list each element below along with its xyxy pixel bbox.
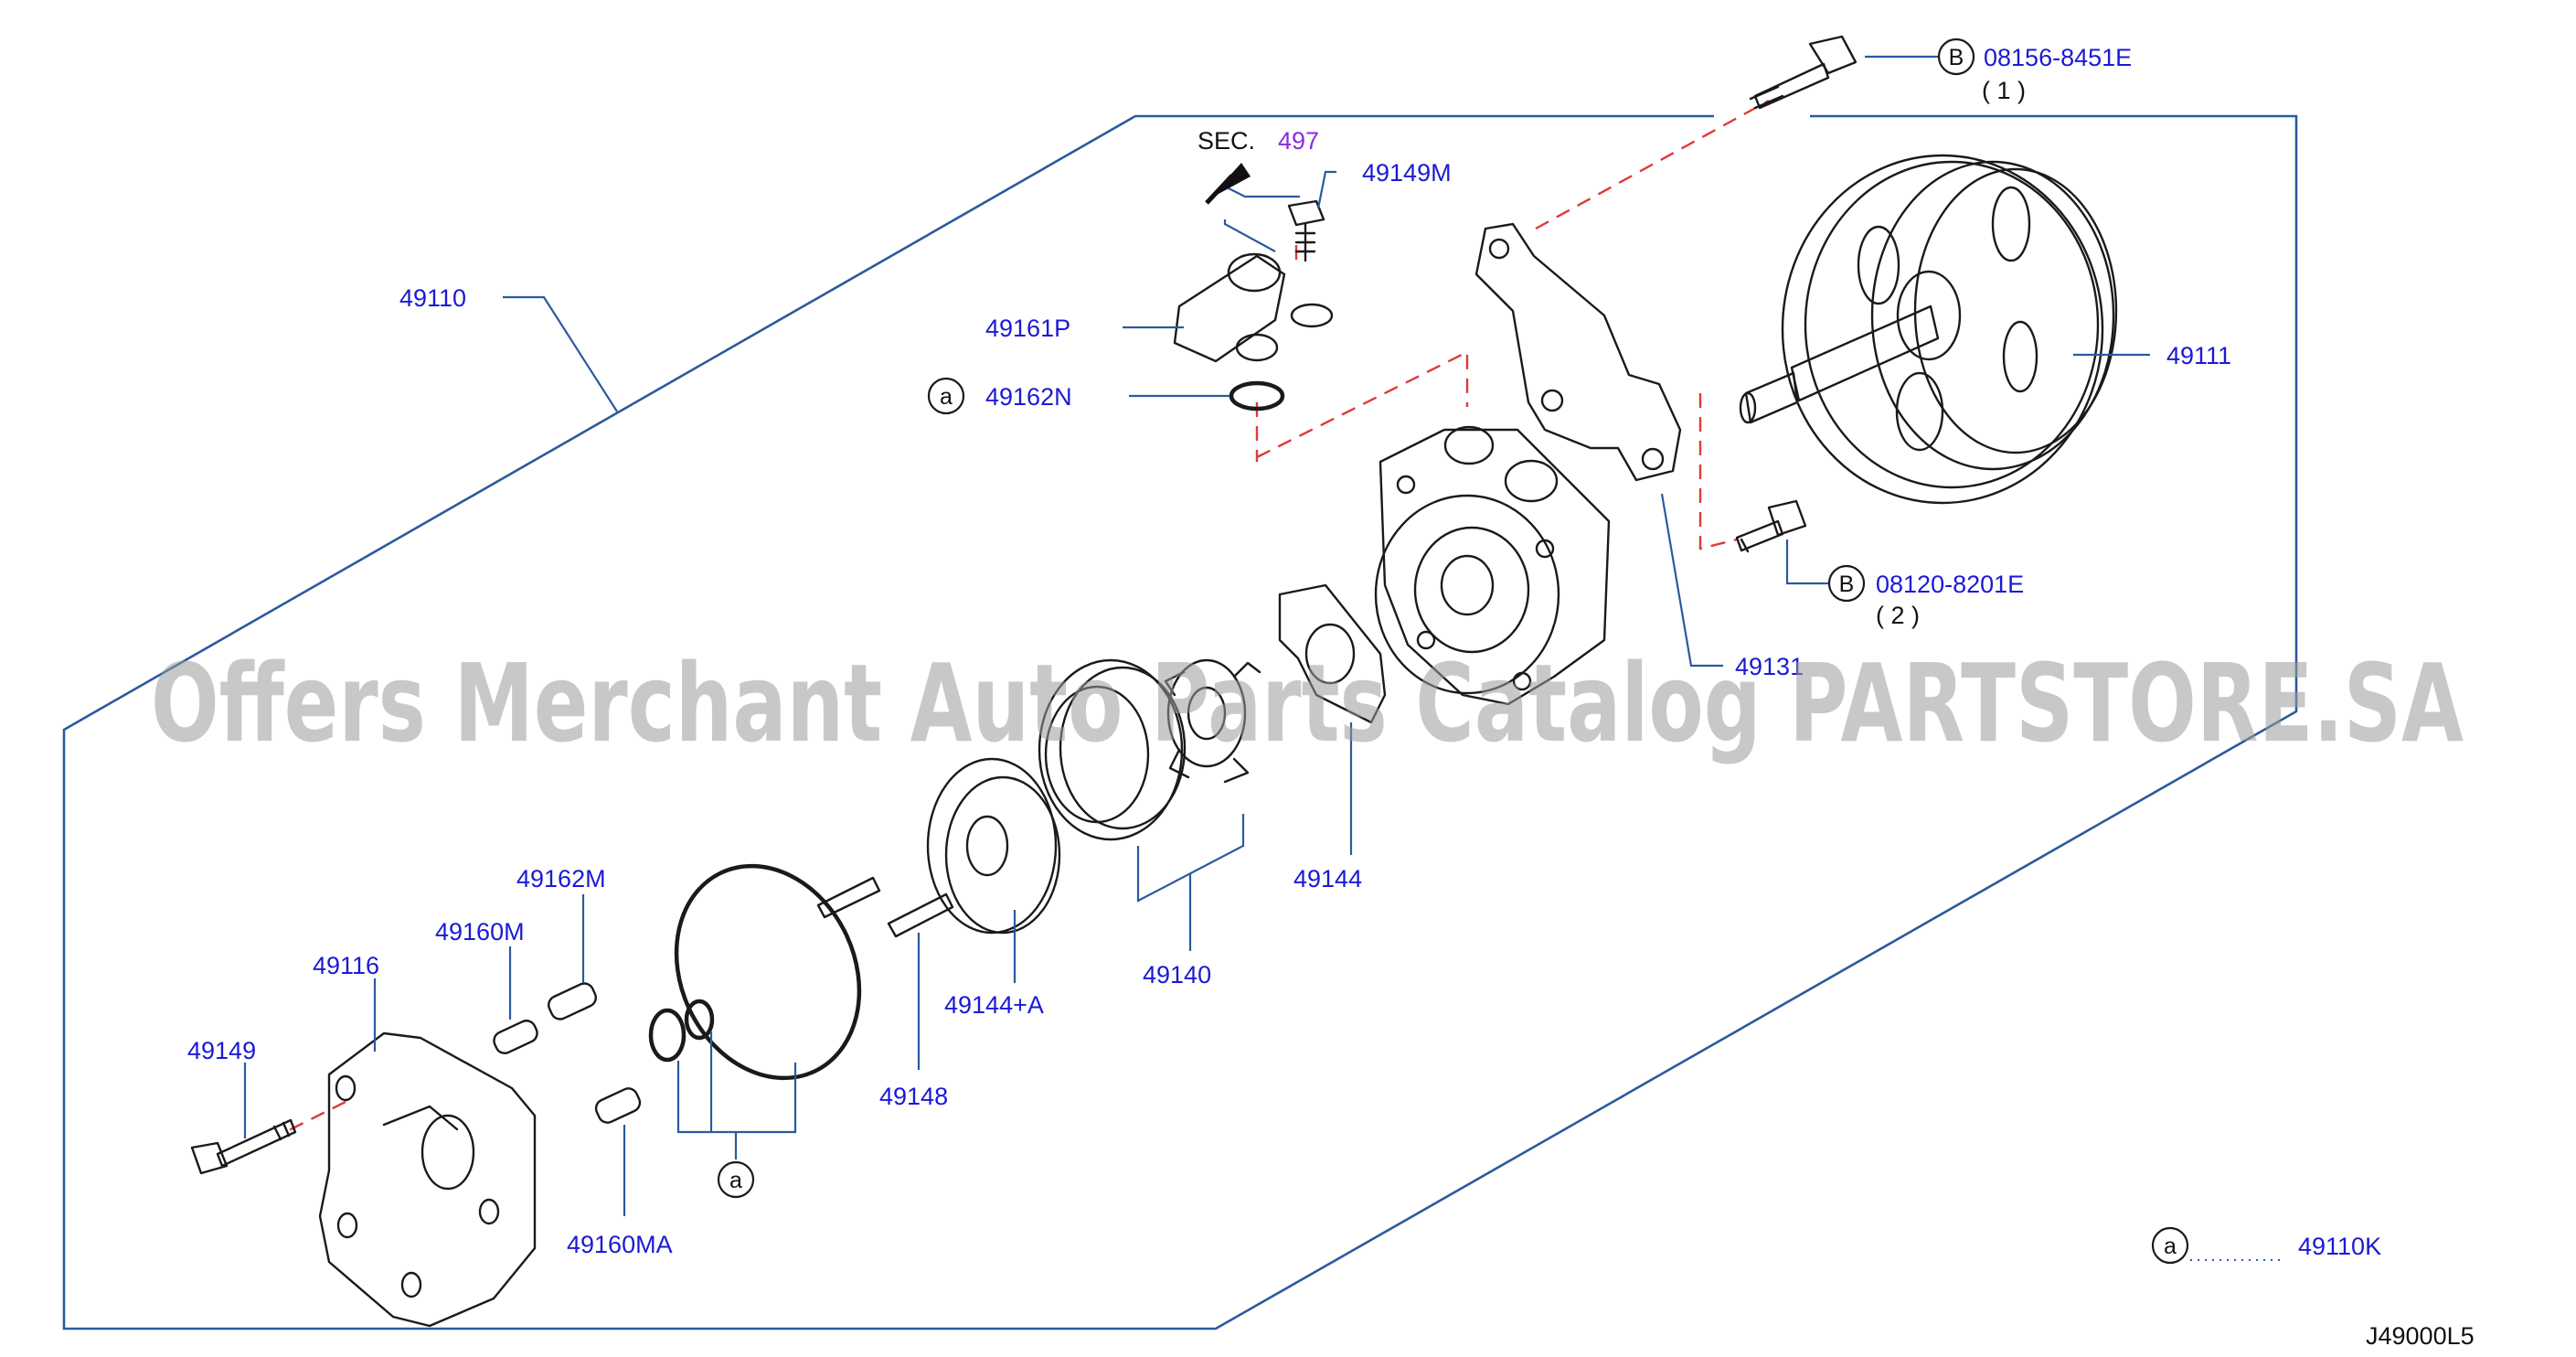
pump-bracket-part[interactable] (1474, 222, 1682, 482)
label-49148[interactable]: 49148 (879, 1083, 948, 1110)
marker-a-seals: a (717, 1160, 755, 1199)
svg-text:B: B (1949, 45, 1964, 70)
small-o-rings-part[interactable] (648, 999, 715, 1063)
label-49140[interactable]: 49140 (1143, 961, 1211, 988)
pressure-plate-part[interactable] (1278, 583, 1387, 724)
svg-text:a: a (2164, 1234, 2177, 1259)
spring-49160MA-part[interactable] (593, 1085, 643, 1126)
label-49149M[interactable]: 49149M (1362, 159, 1452, 187)
o-ring-49162N-part[interactable] (1229, 380, 1285, 411)
pulley-shaft-part[interactable] (1739, 154, 2118, 505)
bolt-49149M-part[interactable] (1287, 199, 1325, 262)
label-49161P[interactable]: 49161P (985, 315, 1070, 342)
label-49162M[interactable]: 49162M (516, 865, 606, 892)
label-bolt-08120[interactable]: 08120-8201E (1876, 571, 2024, 598)
section-link-497[interactable]: 497 (1278, 127, 1319, 155)
qty-bolt-08156: ( 1 ) (1982, 77, 2026, 104)
svg-text:B: B (1839, 572, 1855, 597)
section-prefix-label: SEC. (1198, 127, 1255, 155)
label-49144A[interactable]: 49144+A (944, 991, 1044, 1019)
assembly-frame (62, 114, 2298, 1330)
bolt-08120-part[interactable] (1735, 499, 1807, 553)
label-49131[interactable]: 49131 (1735, 653, 1804, 680)
spring-49160M-part[interactable] (491, 1018, 540, 1056)
large-o-ring-part[interactable] (643, 836, 893, 1108)
spring-49162M-part[interactable] (546, 980, 599, 1022)
svg-text:a: a (729, 1168, 742, 1193)
label-49110[interactable]: 49110 (399, 284, 466, 312)
label-49160MA[interactable]: 49160MA (567, 1231, 673, 1258)
marker-a-49162N: a (927, 377, 965, 415)
side-plate-part[interactable] (926, 757, 1061, 935)
diagram-code: J49000L5 (2366, 1322, 2475, 1350)
watermark: Offers Merchant Auto Parts Catalog PARTS… (151, 640, 2464, 766)
label-49144[interactable]: 49144 (1293, 865, 1362, 892)
marker-b-bolt1: B (1937, 37, 1975, 76)
pressure-sensor-part[interactable] (1173, 252, 1334, 363)
label-49149[interactable]: 49149 (187, 1037, 256, 1064)
label-49110K[interactable]: 49110K (2298, 1233, 2381, 1260)
leader-lines (243, 55, 2150, 1216)
cam-ring-part[interactable] (1038, 658, 1187, 841)
label-49116[interactable]: 49116 (313, 952, 379, 979)
pin-49148-part[interactable] (816, 876, 954, 938)
rear-housing-part[interactable] (318, 1031, 537, 1328)
marker-b-bolt2: B (1827, 564, 1866, 603)
label-49160M[interactable]: 49160M (435, 918, 525, 946)
part-labels: SEC. 497 49110 49111 49149M 49161P 49162… (187, 44, 2475, 1350)
qty-bolt-08120: ( 2 ) (1876, 602, 1920, 629)
label-bolt-08156[interactable]: 08156-8451E (1984, 44, 2132, 71)
marker-a-legend: a (2151, 1226, 2189, 1265)
bolt-49149-part[interactable] (190, 1118, 297, 1175)
label-49111[interactable]: 49111 (2166, 342, 2231, 369)
bolt-08156-part[interactable] (1749, 35, 1857, 110)
svg-text:a: a (940, 384, 953, 410)
pump-body-part[interactable] (1374, 425, 1611, 706)
label-49162N[interactable]: 49162N (985, 383, 1072, 411)
alignment-dashed-lines (284, 99, 1770, 1134)
